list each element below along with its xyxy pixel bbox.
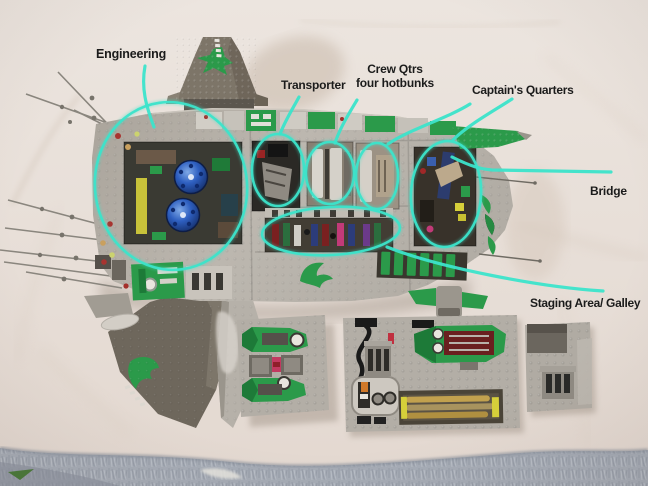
crew-bunks-ellipse-2 xyxy=(354,141,400,211)
crew-bunks-ellipse-1 xyxy=(304,140,356,206)
engineering-ellipse xyxy=(93,100,249,272)
staging-galley-label: Staging Area/ Galley xyxy=(530,296,641,310)
staging-galley-ellipse xyxy=(260,205,402,257)
staging-pointer-line xyxy=(385,245,605,293)
bridge-pointer-line xyxy=(450,155,613,174)
engineering-label: Engineering xyxy=(96,47,167,61)
crew-quarters-label: Crew Qtrs four hotbunks xyxy=(352,62,438,90)
crew-pointer-line-1 xyxy=(333,98,359,145)
captains-quarters-ellipse xyxy=(409,139,483,249)
transporter-ellipse xyxy=(250,132,306,208)
transporter-pointer-line xyxy=(278,95,301,136)
captains-quarters-label: Captain's Quarters xyxy=(472,83,574,97)
callout-annotations xyxy=(92,64,613,293)
crew-pointer-line-2 xyxy=(386,102,472,146)
captains-pointer-line xyxy=(451,97,514,142)
transporter-label: Transporter xyxy=(281,78,346,92)
crew-quarters-label-line1: Crew Qtrs xyxy=(367,62,423,76)
engineering-pointer-line xyxy=(141,64,156,129)
crew-quarters-label-line2: four hotbunks xyxy=(355,76,435,90)
bridge-label: Bridge xyxy=(590,184,627,198)
